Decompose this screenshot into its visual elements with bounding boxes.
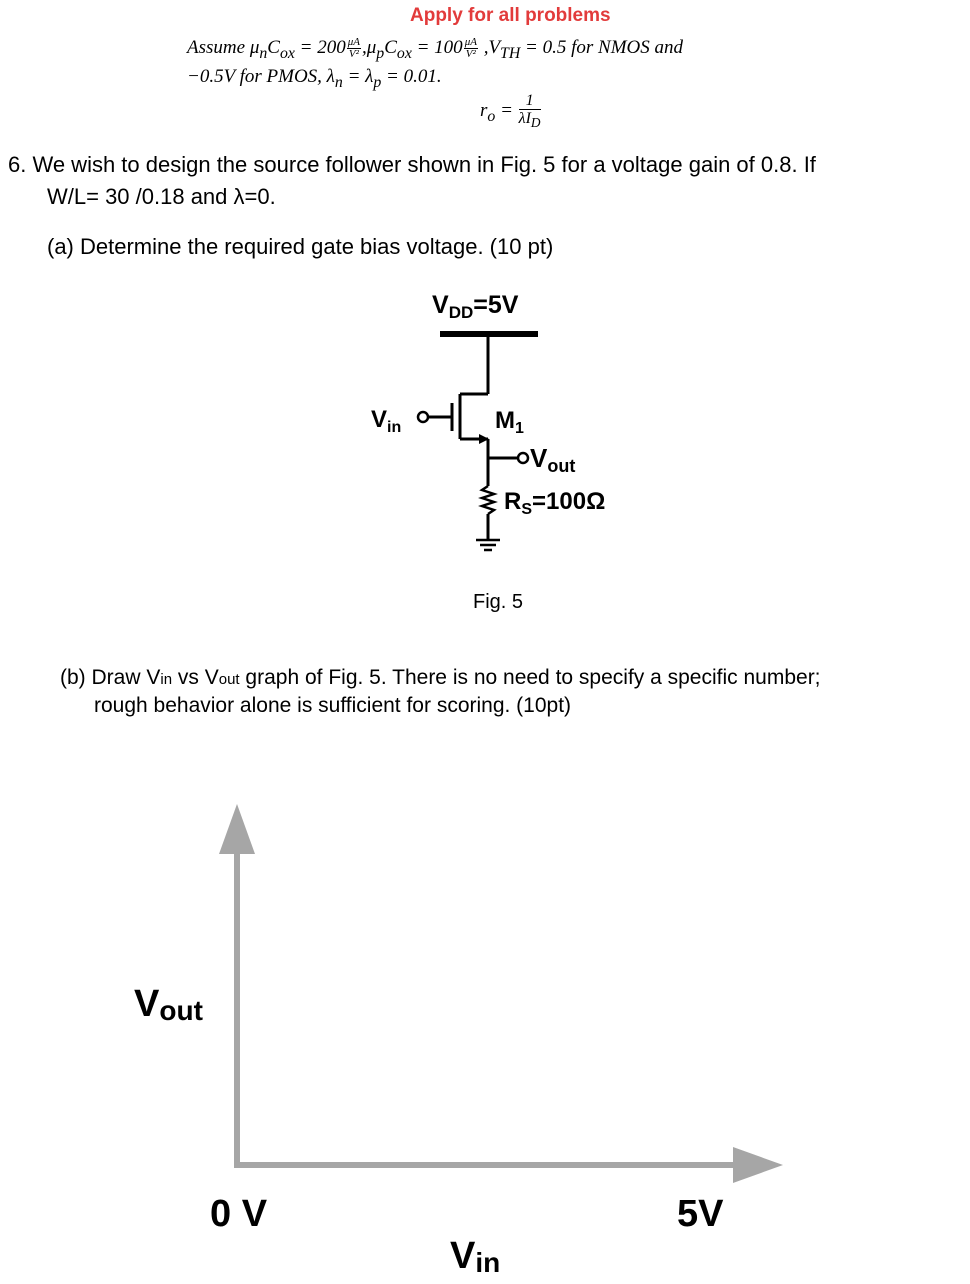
x-axis-label: Vin <box>450 1235 500 1278</box>
assumptions-line-2: −0.5V for PMOS, λn = λp = 0.01. <box>187 66 442 92</box>
vin-vout-graph: Vout 0 V 5V Vin <box>134 804 783 1278</box>
part-b-prefix: (b) Draw V <box>60 666 161 689</box>
x-max-label: 5V <box>677 1193 724 1235</box>
pmos-lambda-text: −0.5V for PMOS, λ <box>187 66 335 87</box>
mu-symbol: μ <box>249 37 260 58</box>
vout-terminal <box>516 451 530 465</box>
problems-header-title: Apply for all problems <box>410 5 611 26</box>
mup-cox-value: = 100 <box>411 37 463 58</box>
c2-symbol: C <box>384 37 397 58</box>
ro-subscript: o <box>487 107 496 125</box>
c-symbol: C <box>267 37 280 58</box>
ro-den-text: λI <box>518 110 531 127</box>
question-line-2: W/L= 30 /0.18 and λ=0. <box>47 184 276 209</box>
m1-label: M1 <box>495 407 524 437</box>
ro-symbol: r <box>480 99 488 121</box>
vout-label: Vout <box>530 443 575 476</box>
vth-symbol: ,V <box>478 37 501 58</box>
ro-den-subscript: D <box>530 115 541 131</box>
part-b-out-sub: out <box>218 671 240 688</box>
assume-word: Assume <box>187 37 250 58</box>
y-axis-label: Vout <box>134 983 203 1026</box>
vth-subscript: TH <box>500 44 521 62</box>
part-b-rest: graph of Fig. 5. There is no need to spe… <box>239 666 821 689</box>
source-follower-circuit: VDD=5V Vin M1 Vout RS=100Ω Fig. 5 <box>371 291 605 613</box>
unit-den-2: V² <box>465 48 476 61</box>
vin-label: Vin <box>371 406 401 436</box>
vdd-label: VDD=5V <box>432 291 519 322</box>
ro-den: λID <box>519 110 541 131</box>
rs-label: RS=100Ω <box>504 488 605 518</box>
lambda-eq: = λ <box>342 66 374 87</box>
mun-cox-value: = 200 <box>294 37 346 58</box>
ro-eq: = <box>495 99 518 121</box>
part-b-line-2: rough behavior alone is sufficient for s… <box>94 694 572 717</box>
part-a-text: (a) Determine the required gate bias vol… <box>47 234 554 259</box>
question-line-1: 6. We wish to design the source follower… <box>8 152 816 177</box>
x-axis-arrow-icon <box>733 1147 783 1183</box>
y-axis-arrow-icon <box>219 804 255 854</box>
vin-terminal <box>416 410 430 424</box>
mu-n-subscript: n <box>259 44 268 62</box>
figure-caption: Fig. 5 <box>473 591 523 613</box>
lambda-p-subscript: p <box>373 73 382 91</box>
part-b-vs: vs V <box>172 666 219 689</box>
mu-p-symbol: ,μ <box>362 37 377 58</box>
source-arrow-icon <box>479 434 489 444</box>
lambda-value: = 0.01. <box>381 66 442 87</box>
unit-num: μA <box>346 36 361 50</box>
ox2-subscript: ox <box>396 44 412 62</box>
ro-num: 1 <box>518 92 541 110</box>
origin-label: 0 V <box>210 1193 268 1235</box>
unit-den: V² <box>348 48 359 61</box>
part-b-in-sub: in <box>160 671 173 688</box>
part-b-line-1: (b) Draw Vin vs Vout graph of Fig. 5. Th… <box>60 666 821 690</box>
vth-value: = 0.5 for NMOS and <box>520 37 683 58</box>
ox-subscript: ox <box>279 44 295 62</box>
mu-p-subscript: p <box>376 44 385 62</box>
resistor-rs-icon <box>478 484 498 516</box>
unit-num-2: μA <box>463 36 478 50</box>
lambda-n-subscript: n <box>334 73 343 91</box>
